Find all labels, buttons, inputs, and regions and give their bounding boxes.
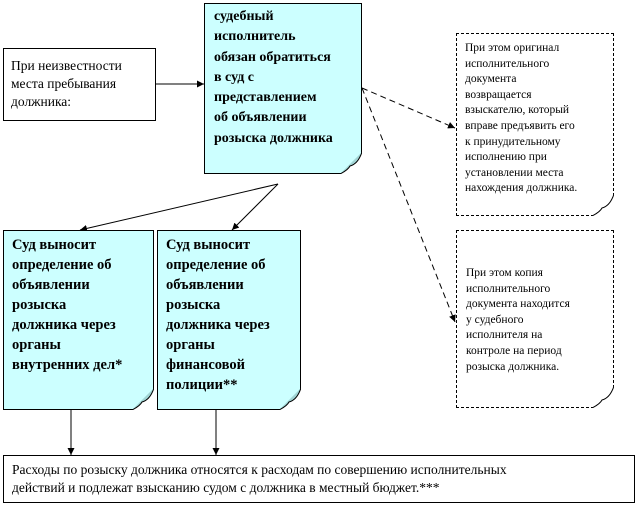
arrow-to-court-fiscal — [231, 183, 279, 231]
condition-box: При неизвестности места пребывания должн… — [3, 48, 156, 121]
page-curl-icon — [279, 388, 301, 410]
condition-text: При неизвестности места пребывания должн… — [11, 58, 122, 109]
note-copy-text: При этом копия исполнительного документа… — [466, 267, 570, 373]
note-copy: При этом копия исполнительного документа… — [456, 230, 614, 408]
obligation-note: судебный исполнитель обязан обратиться в… — [204, 3, 362, 174]
page-curl-icon — [340, 152, 362, 174]
obligation-text: судебный исполнитель обязан обратиться в… — [214, 9, 333, 146]
dashed-arrow-to-note-original — [361, 87, 456, 129]
court-internal-text: Суд выносит определение об объявлении ро… — [12, 237, 123, 373]
expenses-box: Расходы по розыску должника относятся к … — [3, 455, 635, 503]
court-fiscal-text: Суд выносит определение об объявлении ро… — [166, 237, 270, 393]
court-fiscal-note: Суд выносит определение об объявлении ро… — [157, 230, 301, 410]
page-curl-icon — [592, 386, 614, 408]
note-original: При этом оригинал исполнительного докуме… — [456, 33, 614, 216]
note-original-text: При этом оригинал исполнительного докуме… — [465, 42, 578, 195]
arrow-to-court-internal — [79, 183, 279, 232]
dashed-arrow-to-note-copy — [361, 87, 456, 323]
expenses-text: Расходы по розыску должника относятся к … — [12, 462, 507, 495]
page-curl-icon — [132, 388, 154, 410]
page-curl-icon — [592, 194, 614, 216]
court-internal-note: Суд выносит определение об объявлении ро… — [3, 230, 154, 410]
